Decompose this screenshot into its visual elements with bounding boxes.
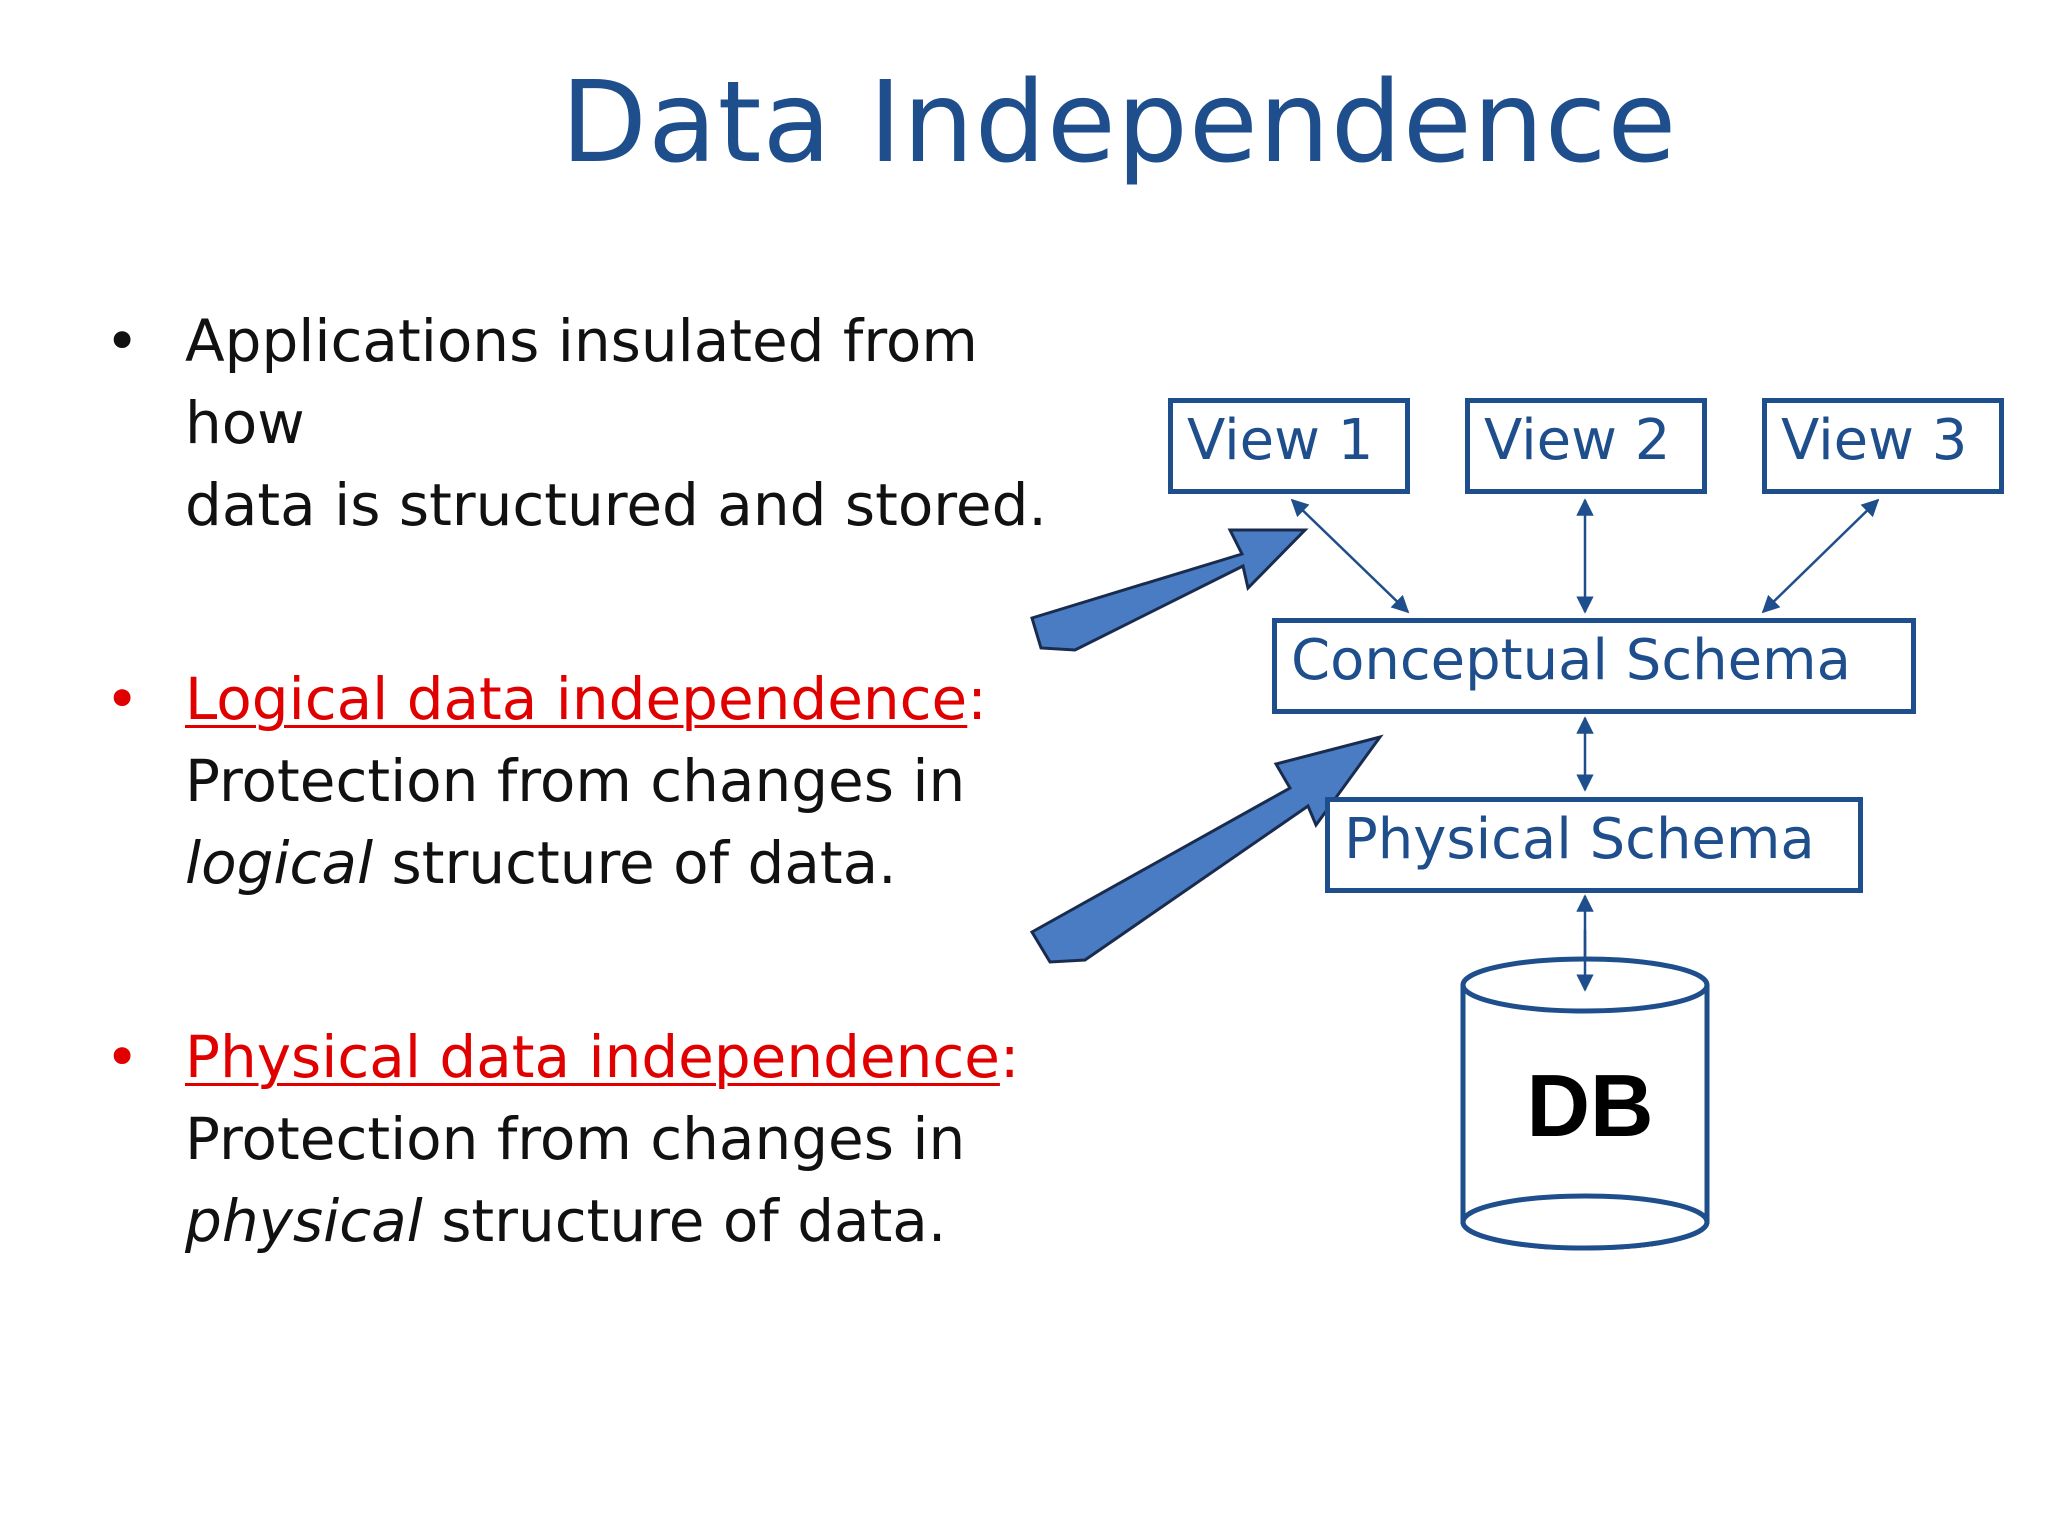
view-2-box: View 2 — [1465, 398, 1707, 494]
slide-title: Data Independence — [560, 58, 1678, 188]
italic-word: logical — [185, 829, 374, 897]
bullet-applications: • Applications insulated from how data i… — [105, 300, 1105, 546]
bullet-dot: • — [105, 665, 140, 733]
view-1-box: View 1 — [1168, 398, 1410, 494]
bullet-line: physical structure of data. — [185, 1180, 1105, 1262]
connector-view3 — [1761, 498, 1880, 614]
conceptual-schema-label: Conceptual Schema — [1291, 628, 1851, 693]
line-rest: structure of data. — [373, 829, 897, 897]
bullet-logical: • Logical data independence: Protection … — [105, 658, 1105, 904]
bullet-heading: Logical data independence: — [185, 658, 1105, 740]
heading-colon: : — [967, 665, 987, 733]
line-rest: structure of data. — [422, 1187, 947, 1255]
logical-heading: Logical data independence — [185, 665, 968, 733]
heading-colon: : — [999, 1023, 1020, 1091]
bullet-line: data is structured and stored. — [185, 471, 1047, 539]
bullet-line: logical structure of data. — [185, 822, 1105, 904]
physical-schema-box: Physical Schema — [1325, 797, 1863, 893]
bullet-line: Protection from changes in — [185, 1105, 966, 1173]
physical-schema-label: Physical Schema — [1344, 807, 1815, 872]
view-1-label: View 1 — [1187, 408, 1374, 473]
italic-word: physical — [185, 1187, 423, 1255]
connector-view1 — [1290, 498, 1410, 614]
physical-heading: Physical data independence — [185, 1023, 1000, 1091]
bullet-line: Applications insulated from how — [185, 307, 978, 457]
view-3-label: View 3 — [1781, 408, 1968, 473]
bullet-physical: • Physical data independence: Protection… — [105, 1016, 1105, 1262]
db-label: DB — [1526, 1056, 1654, 1155]
bullet-dot: • — [105, 307, 140, 375]
conceptual-schema-box: Conceptual Schema — [1272, 618, 1916, 714]
bullet-list: • Applications insulated from how data i… — [105, 300, 1105, 1262]
bullet-line: Protection from changes in — [185, 747, 966, 815]
bullet-dot: • — [105, 1023, 140, 1091]
view-3-box: View 3 — [1762, 398, 2004, 494]
view-2-label: View 2 — [1484, 408, 1671, 473]
bullet-heading: Physical data independence: — [185, 1016, 1105, 1098]
